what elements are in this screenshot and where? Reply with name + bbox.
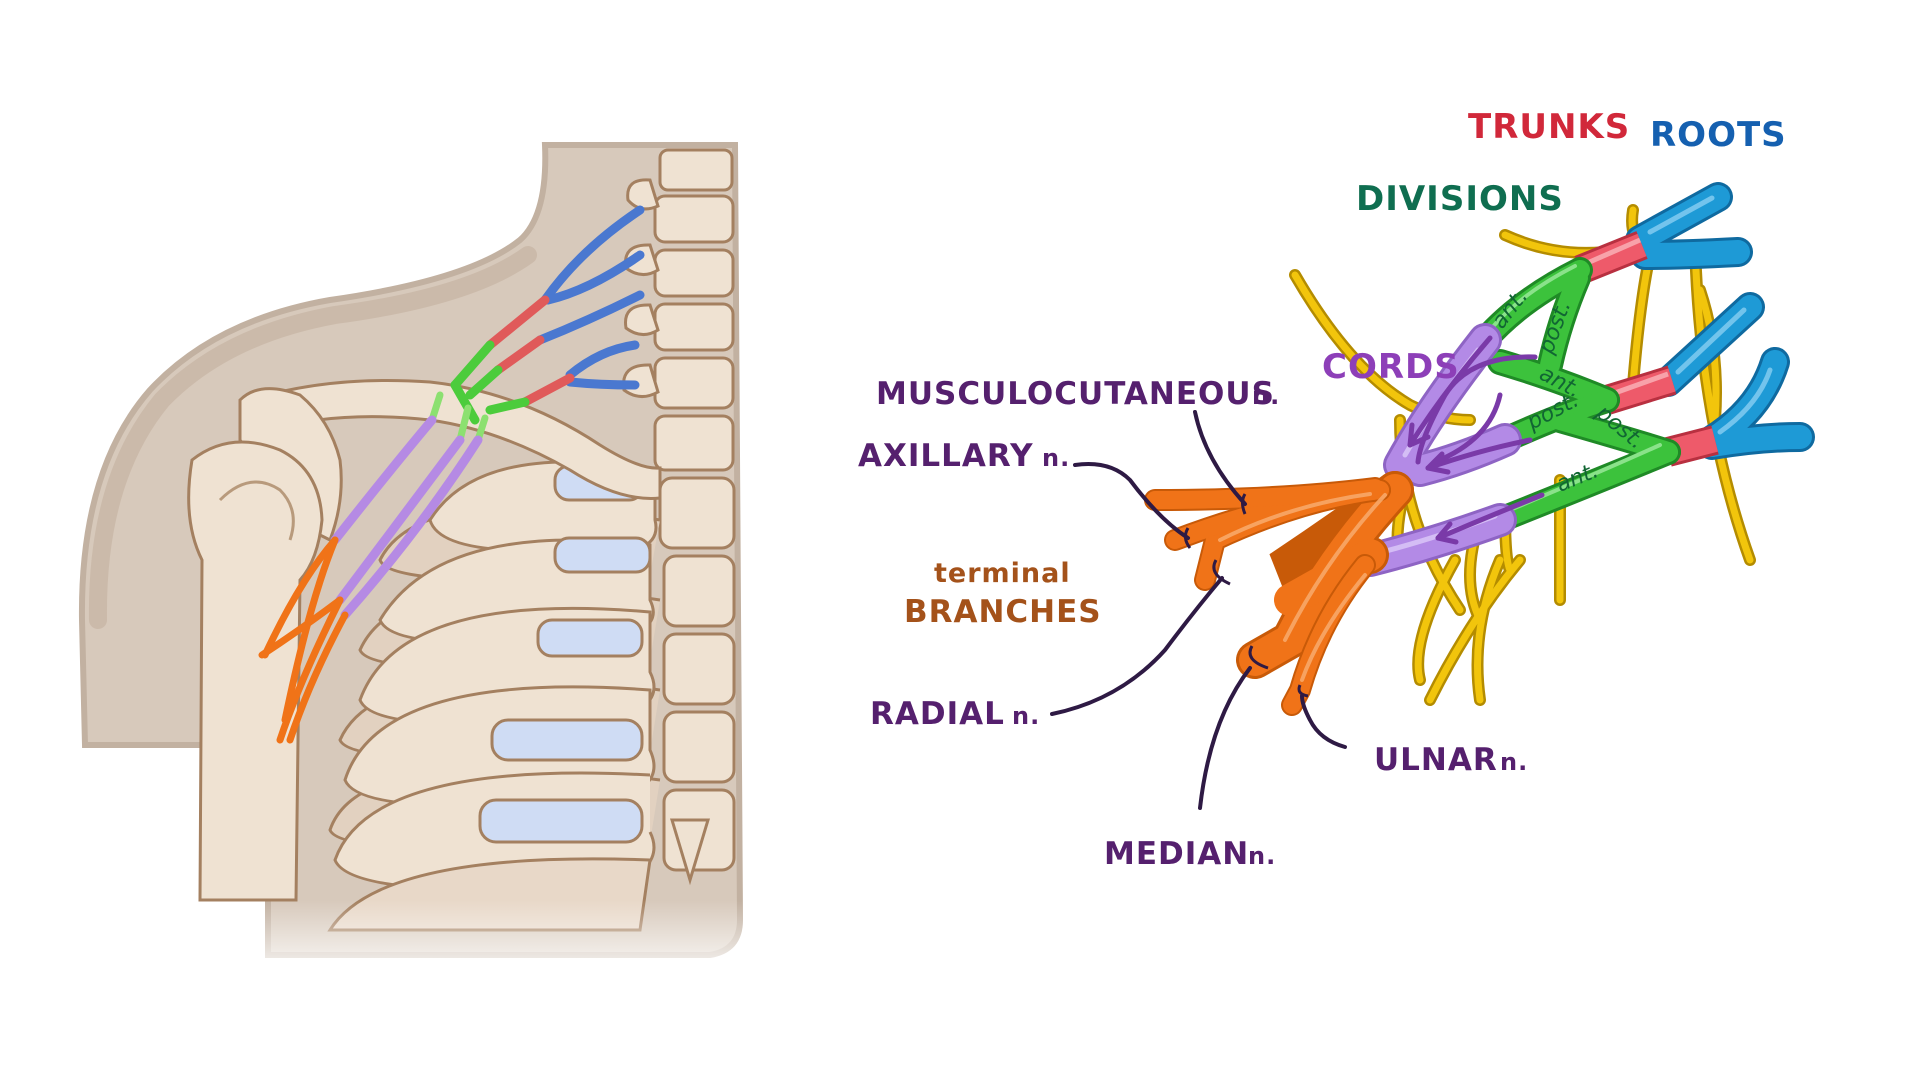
terminal-branches xyxy=(1144,471,1414,716)
anatomical-illustration xyxy=(78,142,750,970)
leader-musculocutaneous xyxy=(1193,410,1247,506)
mini-terminal-branches xyxy=(258,536,349,744)
arrow-posterior-cord-2 xyxy=(1425,437,1533,471)
nerve-label-axillary: AXILLARY n. xyxy=(858,438,1070,474)
ring-radial xyxy=(1212,559,1231,586)
clavicle xyxy=(245,378,662,500)
leader-lines xyxy=(1050,410,1347,810)
humeral-head-detail xyxy=(218,480,295,541)
costal-cartilage xyxy=(490,718,644,762)
vessels-fill xyxy=(1291,206,1754,704)
nerve-name: AXILLARY xyxy=(858,438,1034,474)
leader-ulnar xyxy=(1300,694,1347,749)
ring-median xyxy=(1248,645,1269,670)
spine xyxy=(653,148,736,886)
root-c6 xyxy=(1633,240,1750,267)
roots-label: ROOTS xyxy=(1650,115,1787,155)
division-upper-posterior xyxy=(1540,268,1588,375)
rib-arcs xyxy=(327,460,658,932)
terminal-label-line1: terminal xyxy=(934,558,1071,589)
nerve-label-musculocutaneous: MUSCULOCUTANEOUS n. xyxy=(876,376,1280,412)
ring-ulnar xyxy=(1297,684,1309,698)
divisions-label: DIVISIONS xyxy=(1356,179,1564,219)
nerve-name: ULNAR xyxy=(1374,742,1498,778)
costal-cartilage xyxy=(536,618,644,658)
roots xyxy=(1625,182,1815,460)
terminal-label-line2: BRANCHES xyxy=(904,594,1102,630)
costal-cartilage xyxy=(478,798,644,844)
nerve-label-median: MEDIAN n. xyxy=(1104,836,1276,872)
nerve-suffix: n. xyxy=(1252,382,1280,410)
leader-radial xyxy=(1050,576,1224,716)
trunks-label: TRUNKS xyxy=(1468,107,1630,147)
arrow-medial-cord xyxy=(1435,492,1545,541)
root-t1 xyxy=(1700,425,1812,457)
nerve-label-ulnar: ULNAR n. xyxy=(1374,742,1528,778)
arrow-posterior-cord-3 xyxy=(1432,392,1503,465)
mini-trunks xyxy=(485,295,575,407)
nerve-name: MEDIAN xyxy=(1104,836,1249,872)
musculocutaneous-nerve-branch xyxy=(1146,479,1384,509)
nerve-suffix: n. xyxy=(1248,842,1276,870)
leader-median xyxy=(1198,666,1252,810)
cords-label: CORDS xyxy=(1322,347,1460,387)
nerve-suffix: n. xyxy=(1042,444,1070,472)
costal-cartilage xyxy=(553,536,652,574)
division-lower-anterior xyxy=(1490,442,1678,530)
shoulder-shadow xyxy=(88,246,537,629)
nerve-suffix: n. xyxy=(1012,702,1040,730)
plexus-schematic: ant. post. ant. post. post. ant. TRUNKS … xyxy=(858,107,1815,872)
nerve-name: MUSCULOCUTANEOUS xyxy=(876,376,1275,412)
humerus xyxy=(187,440,324,902)
ulnar-nerve-branch xyxy=(1283,556,1374,714)
nerve-suffix: n. xyxy=(1500,748,1528,776)
arrow-posterior-cord-1 xyxy=(1415,354,1538,465)
nerve-label-radial: RADIAL n. xyxy=(870,696,1040,732)
mini-roots xyxy=(535,205,645,390)
fade-overlay xyxy=(80,900,750,970)
nerve-name: RADIAL xyxy=(870,696,1005,732)
mini-divisions xyxy=(450,340,530,425)
leader-axillary xyxy=(1073,462,1190,540)
cord-arrows xyxy=(1407,335,1545,545)
mini-cords xyxy=(330,415,483,620)
mini-plexus xyxy=(258,205,645,744)
